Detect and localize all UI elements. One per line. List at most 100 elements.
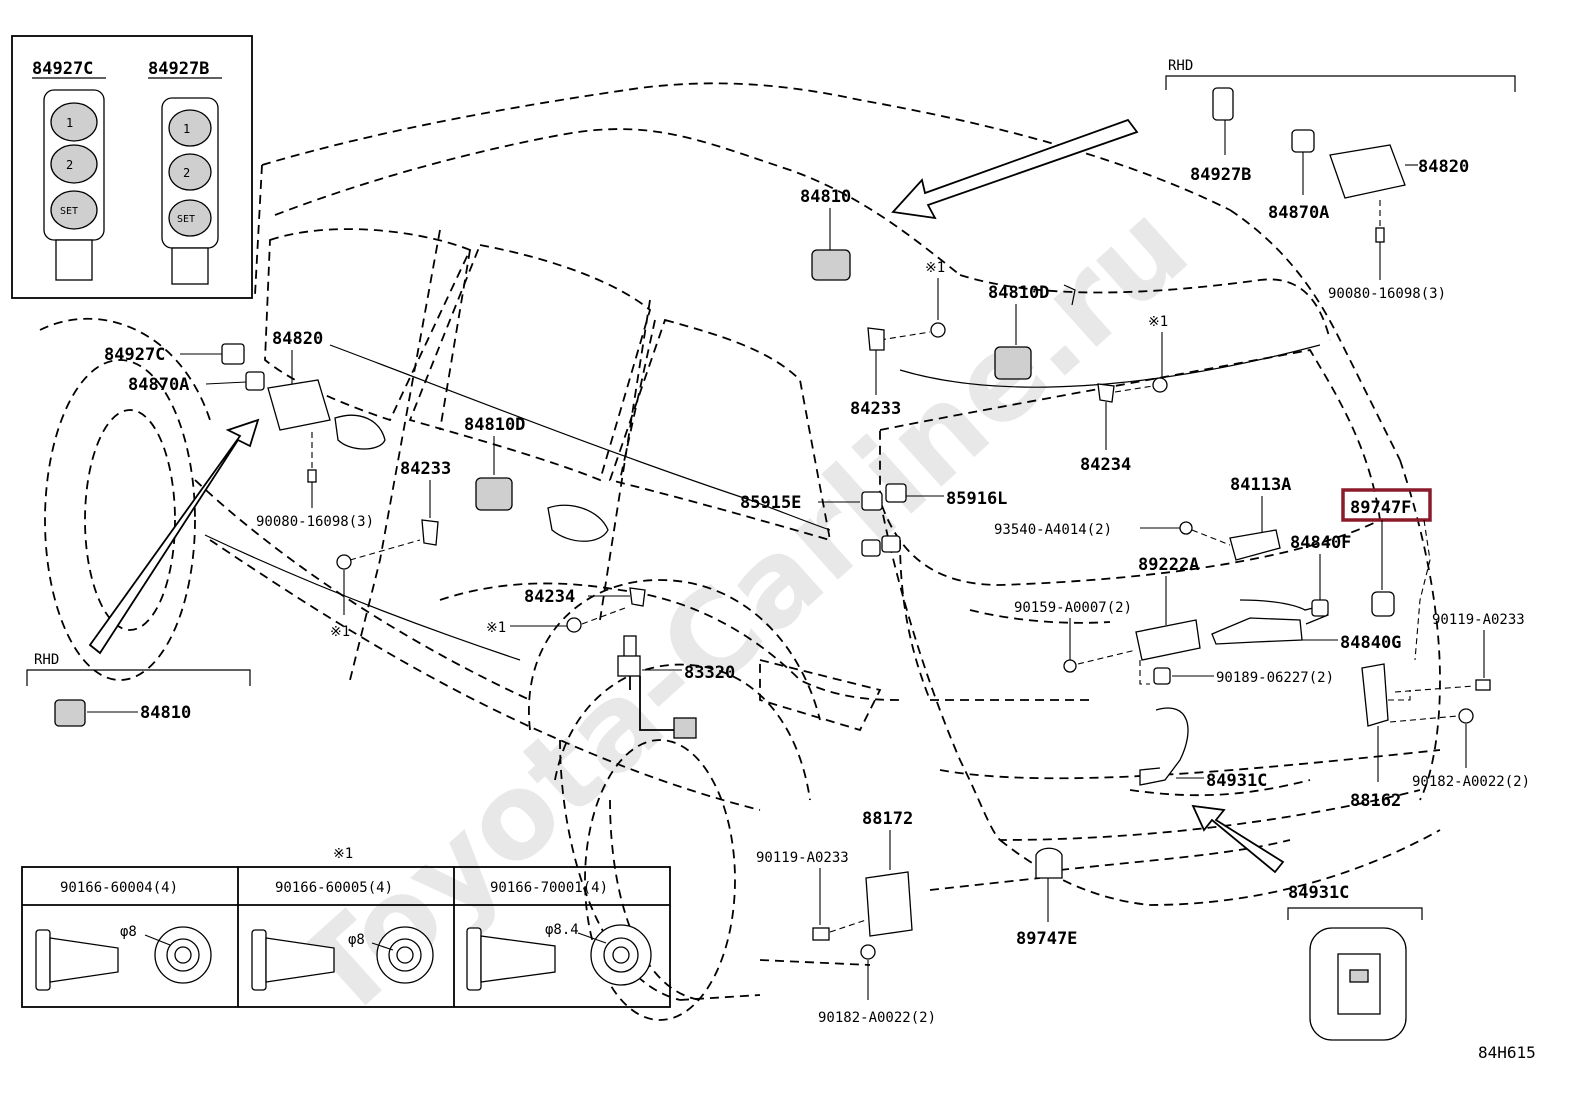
bolt-col-1-label[interactable]: 90166-60004(4) bbox=[60, 880, 178, 896]
bolt-col-3-dia: φ8.4 bbox=[545, 922, 579, 938]
label-84234-left[interactable]: 84234 bbox=[524, 587, 575, 607]
bolt-col-3-label[interactable]: 90166-70001(4) bbox=[490, 880, 608, 896]
label-90159[interactable]: 90159-A0007(2) bbox=[1014, 600, 1132, 616]
ref1-d: ※1 bbox=[486, 620, 506, 636]
label-85915e[interactable]: 85915E bbox=[740, 493, 801, 513]
label-89747e[interactable]: 89747E bbox=[1016, 929, 1077, 949]
harness-84840g-icon bbox=[1211, 617, 1303, 645]
door-handle-rear-icon bbox=[547, 504, 609, 542]
screw-ref1-c-icon bbox=[336, 554, 352, 570]
label-88162[interactable]: 88162 bbox=[1350, 791, 1401, 811]
label-90119-right[interactable]: 90119-A0233 bbox=[1432, 612, 1525, 628]
height-sensor-83320-icon bbox=[617, 635, 697, 739]
vehicle-outline bbox=[39, 82, 1441, 1021]
ref1-a: ※1 bbox=[925, 260, 945, 276]
sensor-89747e-icon bbox=[1035, 847, 1063, 879]
nut-90182-bottom-icon bbox=[860, 944, 876, 960]
label-84927c[interactable]: 84927C bbox=[104, 345, 165, 365]
label-90182-bottom[interactable]: 90182-A0022(2) bbox=[818, 1010, 936, 1026]
sensor-88162-icon bbox=[1361, 663, 1389, 727]
nut-90159-icon bbox=[1063, 659, 1077, 673]
bolt-table: ※1 90166-60004(4) 90166-60005(4) 90166-7… bbox=[21, 846, 671, 1008]
bolt-table-marker: ※1 bbox=[333, 846, 353, 862]
direction-arrows bbox=[88, 118, 1285, 874]
label-83320[interactable]: 83320 bbox=[684, 663, 735, 683]
relay-85915e-icon bbox=[861, 491, 883, 511]
label-93540[interactable]: 93540-A4014(2) bbox=[994, 522, 1112, 538]
highlight-box-89747f bbox=[1341, 488, 1432, 522]
label-90080-left[interactable]: 90080-16098(3) bbox=[256, 514, 374, 530]
bolt-90119-mid-icon bbox=[812, 927, 830, 941]
label-84927b-inset[interactable]: 84927B bbox=[148, 59, 209, 79]
svg-text:2: 2 bbox=[183, 166, 190, 180]
label-84870a-left[interactable]: 84870A bbox=[128, 375, 189, 395]
label-84233-right[interactable]: 84233 bbox=[850, 399, 901, 419]
part-84820-rhd-icon bbox=[1329, 144, 1418, 199]
door-handle-front-icon bbox=[334, 414, 386, 450]
screw-90080-rhd-icon bbox=[1375, 227, 1385, 280]
label-84810-top[interactable]: 84810 bbox=[800, 187, 851, 207]
part-84927b-rhd-icon bbox=[1212, 87, 1234, 155]
label-90080-rhd[interactable]: 90080-16098(3) bbox=[1328, 286, 1446, 302]
part-84870a-rhd-icon bbox=[1291, 129, 1315, 195]
bolt-70001-icon bbox=[466, 924, 652, 991]
window-switch-84820-icon bbox=[267, 379, 331, 431]
part-callouts: 84810 ※1 84233 84810D ※1 84234 84927C 84… bbox=[104, 187, 1530, 1026]
rhd-header-left: RHD bbox=[34, 652, 59, 668]
module-84810d-mid-icon bbox=[475, 477, 513, 511]
label-84234-right[interactable]: 84234 bbox=[1080, 455, 1131, 475]
rhd-group-left: RHD 84810 bbox=[26, 652, 251, 727]
switch-inset-box: 84927C 84927B 1 2 SET 1 2 SET bbox=[11, 35, 253, 299]
label-84113a[interactable]: 84113A bbox=[1230, 475, 1291, 495]
bracket-84113a-icon bbox=[1229, 529, 1281, 561]
bolt-col-2-label[interactable]: 90166-60005(4) bbox=[275, 880, 393, 896]
sensor-84234-right-icon bbox=[1097, 383, 1115, 403]
label-84931c[interactable]: 84931C bbox=[1206, 771, 1267, 791]
arrow-left bbox=[88, 418, 260, 655]
label-84927b-rhd[interactable]: 84927B bbox=[1190, 165, 1251, 185]
bolt-60004-icon bbox=[35, 926, 212, 991]
label-90119-mid[interactable]: 90119-A0233 bbox=[756, 850, 849, 866]
screw-ref1-d-icon bbox=[566, 617, 582, 633]
diagram-code: 84H615 bbox=[1478, 1043, 1536, 1062]
label-84870a-rhd[interactable]: 84870A bbox=[1268, 203, 1329, 223]
screw-ref1-b-icon bbox=[1152, 377, 1168, 393]
nut-90182-right-icon bbox=[1458, 708, 1474, 724]
harness-84931c-icon bbox=[1139, 707, 1189, 786]
svg-text:1: 1 bbox=[66, 116, 73, 130]
svg-text:SET: SET bbox=[177, 214, 195, 225]
module-88172-icon bbox=[865, 871, 913, 937]
bolt-90119-right-icon bbox=[1475, 679, 1491, 691]
label-90182-right[interactable]: 90182-A0022(2) bbox=[1412, 774, 1530, 790]
module-89222a-icon bbox=[1135, 619, 1201, 661]
label-84927c-inset[interactable]: 84927C bbox=[32, 59, 93, 79]
switch-84927c-icon: 1 2 SET bbox=[43, 89, 105, 281]
sensor-84234-left-icon bbox=[629, 587, 646, 607]
rhd-header-top: RHD bbox=[1168, 58, 1193, 74]
sensor-84233-left-icon bbox=[421, 519, 439, 546]
label-84810d-mid[interactable]: 84810D bbox=[464, 415, 525, 435]
label-84820-rhd[interactable]: 84820 bbox=[1418, 157, 1469, 177]
label-84810d-right[interactable]: 84810D bbox=[988, 283, 1049, 303]
switch-84927b-icon: 1 2 SET bbox=[161, 97, 219, 285]
label-84820-left[interactable]: 84820 bbox=[272, 329, 323, 349]
label-88172[interactable]: 88172 bbox=[862, 809, 913, 829]
label-84810-rhd[interactable]: 84810 bbox=[140, 703, 191, 723]
label-85916l[interactable]: 85916L bbox=[946, 489, 1007, 509]
label-84233-left[interactable]: 84233 bbox=[400, 459, 451, 479]
switch-84870a-icon bbox=[245, 371, 265, 391]
clip-90189-icon bbox=[1153, 667, 1171, 685]
screw-90080-left-icon bbox=[307, 469, 317, 483]
label-84840g[interactable]: 84840G bbox=[1340, 633, 1401, 653]
label-90189[interactable]: 90189-06227(2) bbox=[1216, 670, 1334, 686]
label-84931c-inset[interactable]: 84931C bbox=[1288, 883, 1349, 903]
svg-text:1: 1 bbox=[183, 122, 190, 136]
label-89747f[interactable]: 89747F bbox=[1350, 498, 1411, 518]
label-89222a[interactable]: 89222A bbox=[1138, 555, 1199, 575]
arrow-top bbox=[891, 118, 1139, 220]
label-84840f[interactable]: 84840F bbox=[1290, 533, 1351, 553]
switch-84927c-icon-main bbox=[221, 343, 245, 365]
module-84810d-right-icon bbox=[994, 346, 1032, 380]
sensor-89747f-icon bbox=[1371, 591, 1395, 617]
